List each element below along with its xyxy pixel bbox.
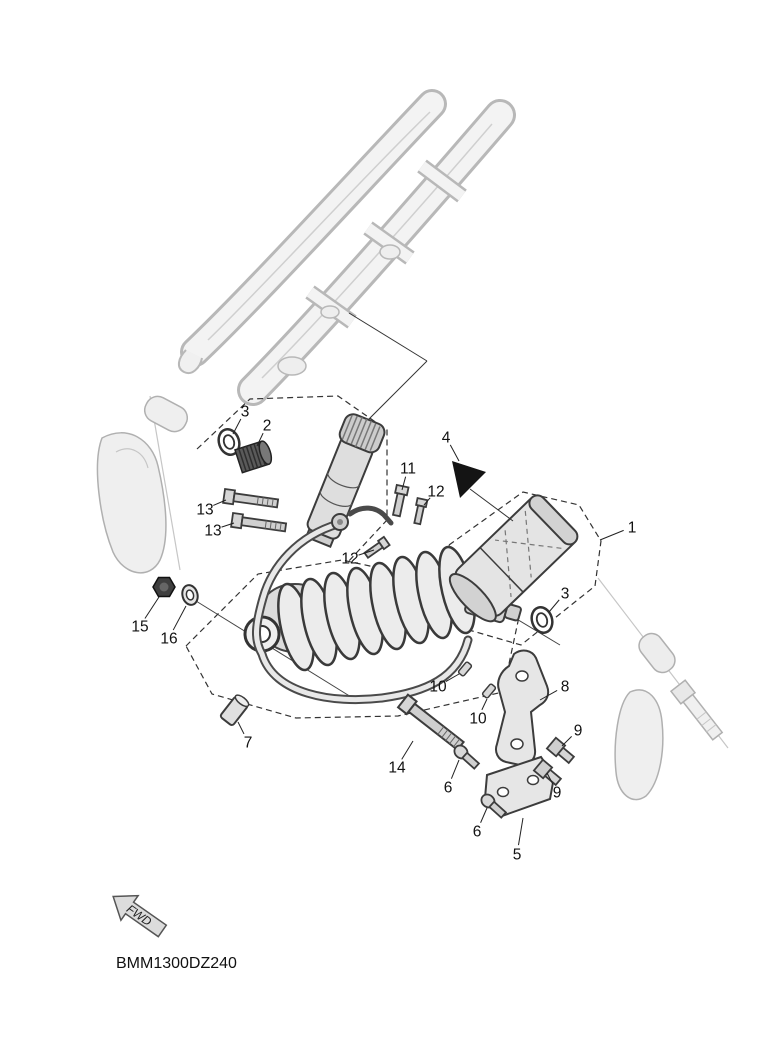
banjo-bolt-head: [337, 519, 343, 525]
pin-10b: [481, 683, 497, 699]
bolt-6a: [453, 744, 481, 770]
callout-3: 3: [561, 586, 570, 603]
leader-line: [539, 689, 558, 701]
bolt-9a: [545, 736, 576, 765]
leader-line: [358, 549, 375, 556]
fwd-arrow-shape: [112, 894, 168, 938]
collar-7: [219, 694, 250, 726]
leader-line: [423, 497, 431, 506]
dashed-outlines: [185, 395, 602, 719]
leader-line: [546, 772, 554, 785]
pin-10a: [457, 661, 473, 677]
callout-13: 13: [196, 502, 213, 519]
leader-line: [221, 522, 235, 528]
leader-line: [548, 599, 560, 613]
frame-outline: [178, 89, 516, 406]
leader-line: [213, 499, 227, 506]
nut-15: [152, 576, 176, 598]
left-linkage-parts: [96, 395, 189, 574]
callout-15: 15: [131, 619, 148, 636]
callout-6: 6: [473, 824, 482, 841]
callout-16: 16: [160, 631, 177, 648]
right-hardware-parts: [597, 577, 729, 801]
ghost-bolt: [669, 679, 724, 741]
leader-line: [445, 673, 460, 682]
bracket-8: [495, 649, 550, 767]
arrow-4: [452, 461, 486, 498]
arrow-4-leader: [469, 488, 514, 522]
callout-10: 10: [469, 711, 487, 728]
leader-line: [517, 817, 524, 846]
leader-line: [232, 418, 242, 435]
callout-12: 12: [427, 484, 444, 501]
callout-1: 1: [628, 520, 637, 537]
leader-line: [401, 476, 407, 491]
coil-spring: [277, 545, 476, 672]
reservoir-hose-highlight: [254, 521, 471, 703]
shock-absorber-assembly: [243, 413, 579, 705]
callout-2: 2: [263, 418, 272, 435]
leader-line: [449, 444, 460, 462]
damper-top-assembly: [304, 413, 386, 548]
callout-13: 13: [204, 523, 221, 540]
part-code: BMM1300DZ240: [116, 955, 237, 972]
washer-16: [181, 584, 199, 606]
reservoir: [448, 494, 579, 623]
leader-line: [450, 759, 460, 779]
callout-12: 12: [341, 551, 358, 568]
callout-9: 9: [574, 723, 583, 740]
leader-line: [144, 596, 160, 619]
leader-line: [599, 529, 624, 541]
callout-5: 5: [513, 847, 522, 864]
bolt-13b: [230, 511, 288, 533]
leader-line: [256, 432, 264, 447]
leader-line: [561, 736, 572, 747]
bolt-6b: [480, 793, 508, 819]
callout-8: 8: [561, 679, 570, 696]
adjuster-lever: [347, 505, 394, 526]
collar-2: [234, 440, 273, 474]
callout-11: 11: [400, 461, 416, 478]
washer-3a: [217, 428, 241, 456]
callout-leader-lines: [144, 418, 624, 846]
leader-line: [481, 698, 488, 711]
washer-3b: [530, 606, 554, 634]
bolt-14: [396, 693, 466, 752]
callout-6: 6: [444, 780, 453, 797]
callout-4: 4: [442, 430, 451, 447]
axis-line-left-mount: [195, 600, 357, 701]
callout-7: 7: [244, 735, 253, 752]
callout-3: 3: [241, 404, 250, 421]
leader-line: [237, 721, 245, 735]
leader-line: [480, 807, 488, 823]
leader-line: [401, 740, 414, 760]
callout-10: 10: [429, 679, 447, 696]
callout-9: 9: [553, 785, 562, 802]
callout-14: 14: [388, 760, 406, 777]
leader-line: [172, 605, 187, 631]
